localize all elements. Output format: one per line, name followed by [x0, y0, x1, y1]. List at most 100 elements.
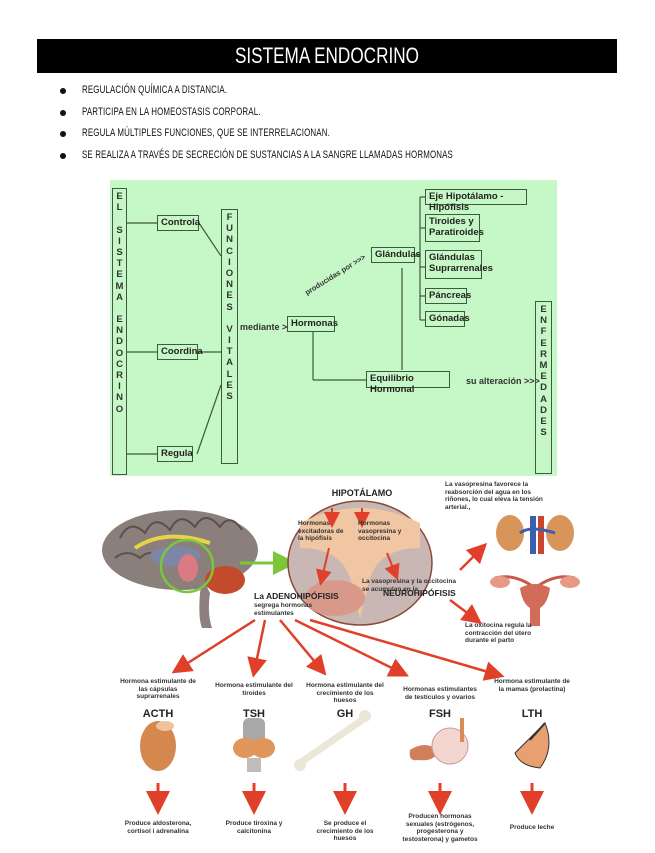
gland-label: Eje Hipotálamo - Hipófisis	[429, 191, 504, 213]
column-letter: U	[226, 223, 233, 235]
hormone-code: FSH	[429, 708, 451, 720]
column-letter: D	[540, 382, 547, 394]
red-arrow	[384, 552, 400, 581]
column-letter: N	[226, 234, 233, 246]
bullet-dot-icon	[60, 109, 66, 116]
column-letter: A	[540, 393, 547, 405]
bullet-item: PARTICIPA EN LA HOMEOSTASIS CORPORAL.	[58, 106, 597, 128]
gland-box: Glándulas Suprarrenales	[425, 250, 493, 279]
bullet-item: SE REALIZA A TRAVÉS DE SECRECIÓN DE SUST…	[58, 149, 597, 171]
red-arrow	[449, 599, 482, 624]
column-letter: T	[116, 258, 123, 270]
red-arrow	[279, 619, 327, 676]
column-letter: N	[116, 325, 123, 337]
hormone-description: Hormona estimulante del tiroides	[215, 682, 293, 697]
connector-line	[198, 222, 222, 257]
hormonas-label: Hormonas	[291, 318, 338, 329]
column-letter: N	[116, 392, 123, 404]
column-letter: F	[226, 212, 233, 223]
kidneys-icon	[496, 515, 574, 554]
column-letter: R	[116, 370, 123, 381]
connector-line	[196, 384, 222, 455]
thyroid-icon	[233, 718, 275, 772]
hormonas-excitadoras-label: Hormonas excitadoras de la hipófisis	[298, 520, 344, 542]
hormone-effect: Producen hormonas sexuales (estrógenos, …	[402, 813, 478, 843]
hipotalamo-label: HIPOTÁLAMO	[331, 488, 393, 498]
hormonas-box: Hormonas	[287, 316, 338, 332]
column-letter: S	[226, 301, 233, 313]
bullet-item: REGULA MÚLTIPLES FUNCIONES, QUE SE INTER…	[58, 127, 597, 149]
gland-box: Gónadas	[425, 311, 470, 327]
column-letter: S	[116, 224, 123, 236]
column-letter: L	[226, 368, 233, 380]
red-arrow	[316, 547, 332, 586]
column-letter: N	[226, 279, 233, 291]
gland-box: Tiroides y Paratiroides	[425, 214, 484, 242]
uterus-icon	[490, 575, 580, 626]
red-arrow	[309, 618, 505, 681]
equilibrio-label: Equilibrio Hormonal	[370, 373, 415, 395]
equilibrio-hormonal-box: Equilibrio Hormonal	[366, 371, 450, 395]
hypothalamus-pituitary-icon	[287, 500, 433, 626]
hormone-description: Hormona estimulante de la mamas (prolact…	[494, 678, 570, 693]
column-letter: I	[228, 256, 231, 268]
hormone-effect: Produce leche	[509, 824, 555, 831]
mammary-gland-icon	[514, 722, 550, 769]
column-letter: A	[116, 291, 123, 303]
column-letter: C	[116, 358, 123, 370]
column-letter: S	[116, 246, 123, 258]
hormone-effect: Produce aldosterona, cortisol i adrenali…	[124, 820, 192, 835]
hormone-code: ACTH	[142, 708, 174, 720]
column-letter: E	[116, 314, 123, 326]
bullet-dot-icon	[60, 131, 66, 137]
brain-icon	[102, 510, 258, 628]
action-box-coordina: Coordina	[157, 344, 203, 360]
red-arrow	[459, 542, 488, 571]
column-letter: M	[115, 280, 124, 292]
column-letter: L	[116, 202, 123, 214]
column-letter: M	[539, 359, 548, 371]
endocrine-figure: HIPOTÁLAMO Hormonas excitadoras de la hi…	[100, 478, 580, 848]
page-title: SISTEMA ENDOCRINO	[37, 39, 617, 73]
action-box-controla: Controla	[157, 215, 200, 231]
bullet-text: SE REALIZA A TRAVÉS DE SECRECIÓN DE SUST…	[82, 148, 453, 161]
vasopresina-note: La vasopresina favorece la reabsorción d…	[445, 481, 543, 511]
column-letter: E	[540, 415, 547, 427]
gland-label: Páncreas	[429, 290, 472, 301]
column-letter: N	[540, 315, 547, 327]
gonads-icon	[409, 718, 469, 765]
gland-box: Eje Hipotálamo - Hipófisis	[425, 189, 527, 213]
column-letter: T	[226, 346, 233, 358]
hormone-description: Hormonas estimulantes de testículos y ov…	[403, 686, 477, 701]
column-letter: E	[116, 269, 123, 281]
hormone-effect: Produce tiroxina y calcitonina	[225, 820, 283, 835]
hormone-code: GH	[336, 708, 354, 720]
column-letter: O	[115, 403, 124, 415]
action-box-regula: Regula	[157, 446, 193, 462]
hormone-description: Hormona estimulante de las cápsulas supr…	[120, 678, 196, 700]
adrenal-gland-icon	[140, 721, 176, 771]
column-letter: O	[115, 347, 124, 359]
adenohipofisis-title: La ADENOHIPÓFISIS	[254, 591, 339, 601]
mediante-label: mediante >>	[240, 322, 293, 332]
red-arrow	[247, 619, 267, 678]
column-letter: S	[226, 391, 233, 402]
column-letter: I	[118, 235, 121, 247]
column-letter: D	[540, 404, 547, 416]
bullet-list: REGULACIÓN QUÍMICA A DISTANCIA. PARTICIP…	[58, 84, 597, 170]
gland-label: Glándulas Suprarrenales	[429, 252, 493, 274]
hormone-description: Hormona estimulante del crecimiento de l…	[306, 682, 384, 704]
gland-label: Tiroides y Paratiroides	[429, 216, 484, 238]
gland-label: Gónadas	[429, 313, 470, 324]
column-letter: E	[226, 379, 233, 391]
bullet-dot-icon	[60, 152, 66, 159]
column-letter: E	[226, 290, 233, 302]
hormone-effect: Se produce el crecimiento de los huesos	[316, 820, 374, 842]
neurohipofisis-title: NEUROHIPÓFISIS	[383, 588, 456, 598]
action-label: Coordina	[161, 346, 203, 357]
adenohipofisis-subtitle: segrega hormonas estimulantes	[254, 602, 313, 617]
column-letter: F	[540, 326, 547, 338]
